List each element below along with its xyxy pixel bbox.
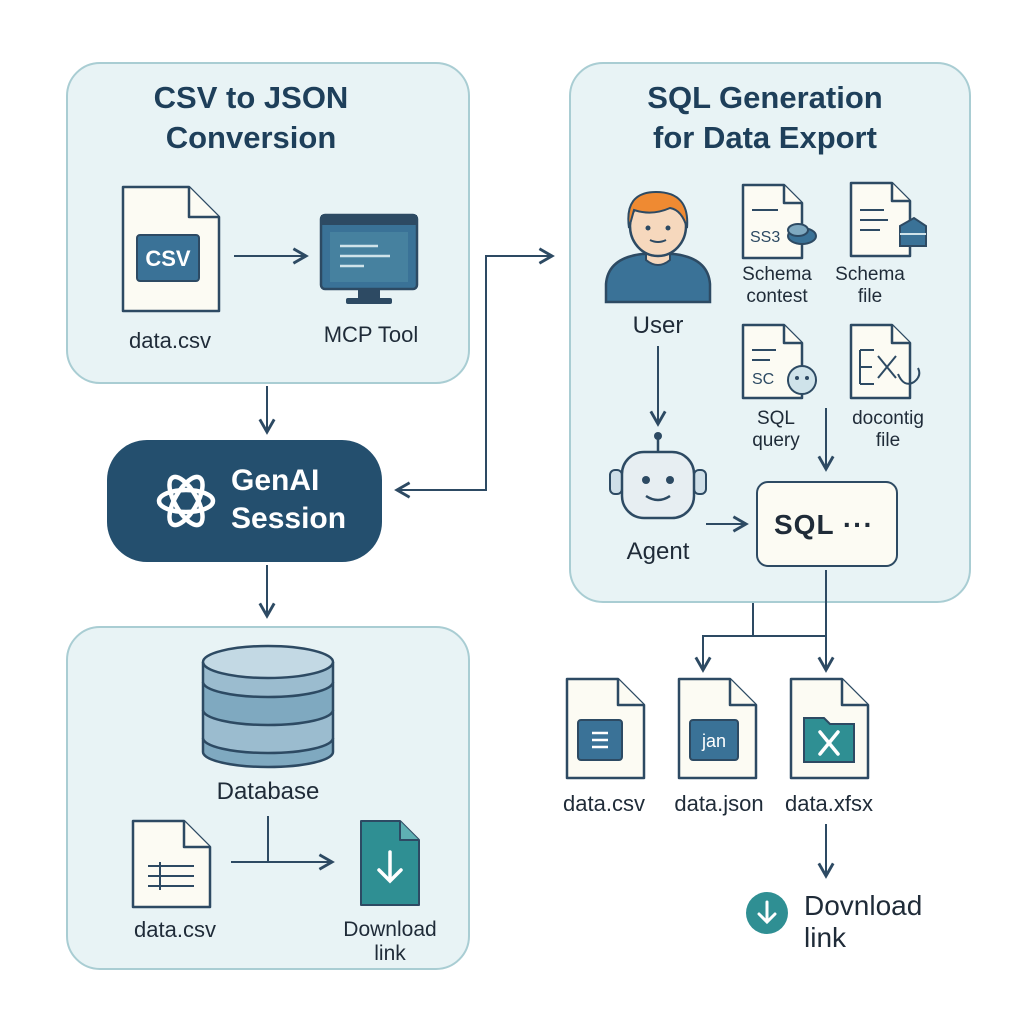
output-csv-label: data.csv	[563, 791, 645, 816]
docontig-line-1: docontig	[852, 408, 924, 429]
download-line-1: Download	[343, 918, 437, 941]
download-right-line-2: link	[804, 922, 847, 953]
json-badge: jan	[701, 731, 726, 751]
data-csv-label: data.csv	[129, 328, 211, 353]
sql-generation-title: SQL Generation for Data Export	[600, 78, 930, 158]
sql-query-line-1: SQL	[756, 408, 796, 429]
sql-query-label: SQL query	[736, 408, 816, 452]
docontig-line-2: file	[875, 430, 901, 451]
sql-output-box: SQL ···	[756, 481, 898, 567]
schema-context-line-1: Schema	[742, 264, 812, 285]
schema-context-line-2: contest	[746, 286, 808, 307]
mcp-tool-label: MCP Tool	[323, 322, 419, 347]
database-label: Database	[216, 778, 320, 805]
database-icon	[201, 644, 335, 769]
download-line-2: link	[374, 942, 406, 965]
download-right-line-1: Dovnload	[804, 890, 923, 921]
genai-session-node: GenAI Session	[107, 440, 382, 562]
sql-title-line-1: SQL Generation	[647, 80, 883, 115]
output-json-label: data.json	[674, 791, 764, 816]
sql-query-icon: SC	[741, 323, 817, 400]
download-link-bottom-label[interactable]: Download link	[330, 918, 450, 966]
csv-badge: CSV	[145, 246, 191, 271]
schema-context-badge: SS3	[750, 229, 780, 246]
spreadsheet-file-icon	[131, 819, 212, 909]
schema-file-icon	[849, 181, 927, 258]
excel-output-icon	[789, 677, 870, 780]
title-line-1: CSV to JSON	[153, 80, 349, 115]
title-line-2: Conversion	[165, 120, 337, 155]
docontig-file-label: docontig file	[842, 408, 934, 452]
sql-query-line-2: query	[752, 430, 800, 451]
user-label: User	[632, 312, 684, 339]
genai-line-1: GenAI	[231, 464, 320, 497]
sql-query-badge: SC	[752, 371, 774, 388]
data-csv-bottom-label: data.csv	[134, 917, 216, 942]
user-avatar-icon	[604, 190, 712, 304]
schema-file-line-2: file	[857, 286, 883, 307]
genai-session-text: GenAI Session	[231, 462, 346, 538]
schema-context-icon: SS3	[741, 183, 817, 260]
json-output-icon: jan	[677, 677, 758, 780]
download-file-icon[interactable]	[358, 818, 422, 908]
openai-knot-icon	[156, 474, 216, 528]
download-link-right-label[interactable]: Dovnload link	[804, 890, 944, 954]
schema-file-label: Schema file	[834, 264, 906, 308]
output-xlsx-label: data.xfsx	[784, 791, 874, 816]
csv-file-icon: CSV	[121, 185, 221, 313]
sql-title-line-2: for Data Export	[653, 120, 877, 155]
csv-output-icon	[565, 677, 646, 780]
genai-line-2: Session	[231, 502, 347, 535]
schema-file-line-1: Schema	[835, 264, 905, 285]
sql-box-text: SQL ···	[774, 509, 874, 540]
robot-agent-icon	[609, 432, 707, 520]
config-file-icon	[849, 323, 921, 400]
download-circle-icon[interactable]	[744, 890, 790, 936]
monitor-icon	[319, 213, 419, 304]
csv-to-json-title: CSV to JSON Conversion	[86, 78, 416, 158]
agent-label: Agent	[626, 538, 690, 565]
schema-context-label: Schema contest	[728, 264, 826, 308]
